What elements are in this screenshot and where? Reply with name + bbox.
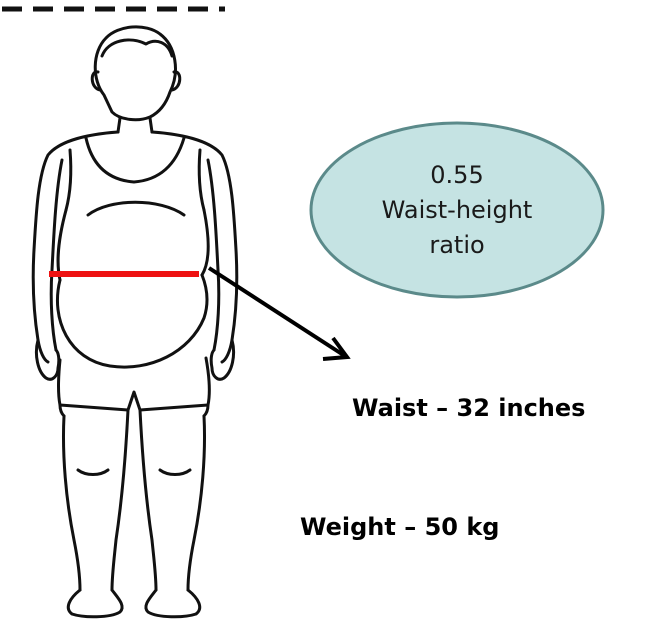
ratio-bubble (311, 123, 603, 297)
waist-pointer-arrow (209, 268, 345, 356)
waist-measurement-label: Waist – 32 inches (352, 394, 585, 422)
body-figure (33, 27, 237, 617)
weight-measurement-label: Weight – 50 kg (300, 513, 499, 541)
